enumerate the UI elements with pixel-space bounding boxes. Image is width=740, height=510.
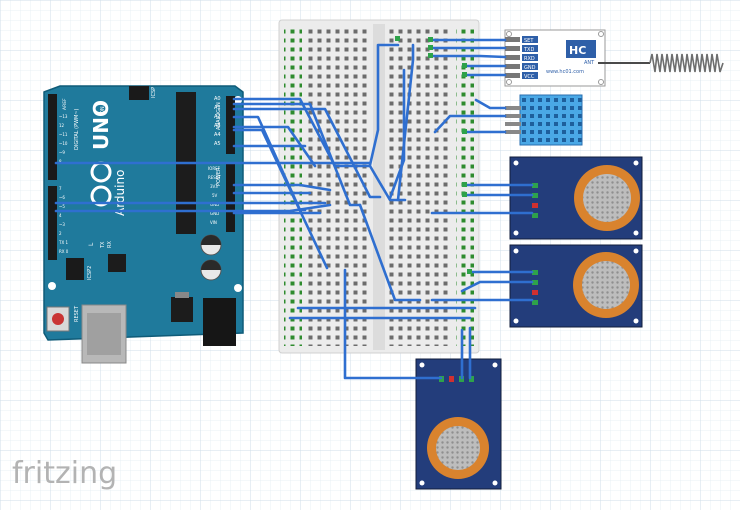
rf-pin-txd: TXD [523,47,534,53]
analog-pin-a4: A4 [214,132,221,138]
wire[interactable] [54,203,332,213]
rf-brand-label: HC [569,44,586,57]
power-pin-vin: VIN [210,220,217,225]
wire[interactable] [396,43,415,202]
wires [54,38,534,380]
analog-pin-labels: A0 A1 A2 A3 A4 A5 [214,96,221,147]
rf-pin-labels: SET TXD RXD GND VCC [522,36,538,80]
digital-pin: ~5 [59,204,65,209]
gas-sensor-top[interactable] [509,156,643,240]
wire[interactable] [460,280,534,293]
power-pin-reset: RESET [208,175,221,180]
digital-pin: ~3 [59,222,65,227]
gas-sensor-bottom[interactable] [415,358,502,490]
digital-pin: TX 1 [58,240,68,245]
breadboard-rail-left [284,28,302,346]
rf-pin-rxd: RXD [524,56,535,62]
digital-pin: ~9 [59,150,65,155]
analog-pin-a1: A1 [214,105,221,111]
breadboard-holes-right [388,28,452,346]
icsp-header [129,86,149,100]
wire[interactable] [388,68,406,200]
mount-hole [48,282,56,290]
usb-chip [108,254,126,272]
gas-sensor-mesh [436,426,480,470]
rf-pin-set: SET [524,38,534,44]
digital-label: DIGITAL (PWM~) [74,108,80,150]
digital-pin: ~6 [59,195,65,200]
digital-header [48,94,57,180]
analog-pin-a2: A2 [214,114,221,120]
reset-label: RESET [74,305,80,322]
wire[interactable] [232,107,382,199]
rx-label: RX [107,241,113,248]
power-header [226,164,235,232]
analog-header [226,96,235,154]
antenna-coil [598,53,724,73]
gas-sensor-mesh [582,261,630,309]
digital-pin: ~13 [59,114,68,119]
wire[interactable] [430,54,507,59]
digital-pin: 4 [59,213,62,218]
wire[interactable] [368,43,400,167]
rf-module-pins [505,37,520,78]
power-pin-labels: IOREF RESET 3V3 5V GND GND VIN [208,166,221,225]
power-pin-gnd-2: GND [210,211,219,216]
fritzing-logo: fritzing [12,456,117,491]
rf-ant-label: ANT [584,60,595,66]
wire-endpoints [395,36,472,274]
digital-pin: 2 [59,231,62,236]
wire[interactable] [232,125,317,168]
l-label: L [88,242,95,246]
gas-sensor-mesh [583,174,631,222]
wire[interactable] [232,102,362,207]
power-pin-5v: 5V [212,193,218,198]
rf-module[interactable]: SET TXD RXD GND VCC HC www.hc01.com ANT [504,29,606,87]
rf-url-label: www.hc01.com [546,69,584,75]
voltage-regulator [171,297,193,322]
rf-pin-vcc: VCC [524,74,535,80]
arduino-brand-label: Arduino [113,170,127,216]
power-pin-ioref: IOREF [208,166,221,171]
digital-pin: 12 [59,123,65,128]
analog-label: ANALOG IN [216,102,222,130]
icsp2-header [66,258,84,280]
breadboard-channel [373,24,385,350]
digital-pin: RX 0 [59,249,69,254]
analog-pin-a5: A5 [214,141,221,147]
rf-pin-gnd: GND [524,65,536,71]
arduino-uno-board[interactable]: UNO Arduino DIGITAL (PWM~) ANALOG IN POW… [43,85,244,364]
digital-pin: 7 [59,186,62,191]
on-label: ON [100,106,106,114]
digital-pin-labels: ~13 12 ~11 ~10 ~9 8 7 ~6 ~5 4 ~3 2 TX 1 … [58,114,69,254]
gas-sensor-middle[interactable] [509,244,643,328]
digital-header-2 [48,186,57,260]
rf-brand-badge [566,40,596,58]
wire[interactable] [474,98,507,110]
wire[interactable] [232,128,329,270]
tx-label: TX [100,241,106,249]
aref-label: AREF [62,98,68,110]
dc-power-jack [203,298,236,346]
power-pin-gnd: GND [210,202,219,207]
analog-pin-a3: A3 [214,123,221,129]
power-label: POWER [216,167,222,186]
wire[interactable] [358,203,422,302]
power-pin-3v3: 3V3 [210,184,218,189]
icsp2-label: ICSP2 [87,266,93,280]
digital-pin: ~11 [59,132,68,137]
digital-pin: 8 [59,159,62,164]
wire[interactable] [343,268,443,380]
dht-sensor[interactable] [505,94,583,146]
wire[interactable] [232,97,407,202]
wire[interactable] [433,114,507,134]
digital-pin: ~10 [59,141,68,146]
icsp-label: ICSP [151,87,157,98]
arduino-model-label: UNO [89,100,113,150]
wire[interactable] [232,183,332,192]
analog-pin-a0: A0 [214,96,221,102]
mount-hole [234,284,242,292]
